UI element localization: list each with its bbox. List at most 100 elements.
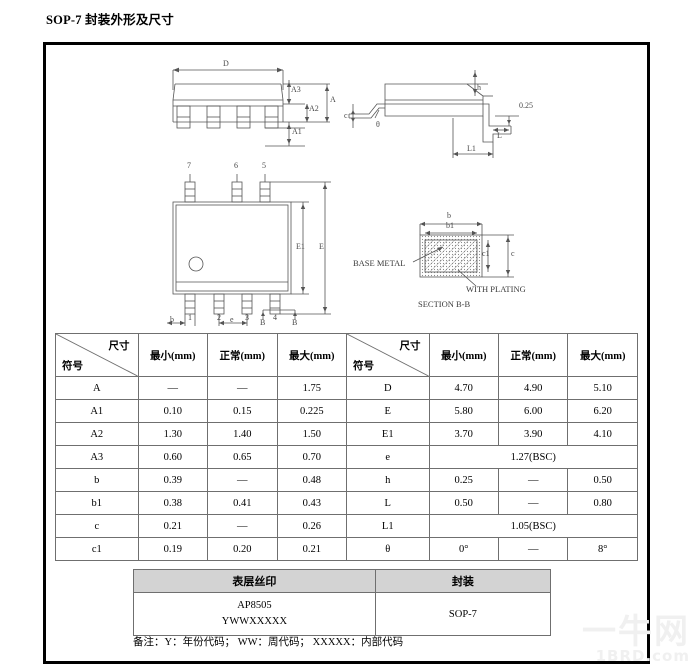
cell-nom-left: 0.65 bbox=[207, 445, 278, 469]
cell-nom-left: — bbox=[207, 468, 278, 492]
cell-min-right: 0.50 bbox=[428, 491, 499, 515]
cell-symbol-left: c1 bbox=[55, 537, 139, 561]
dim-label-h: h bbox=[477, 83, 481, 92]
cell-max-left: 1.50 bbox=[276, 422, 348, 446]
dim-label-A2: A2 bbox=[309, 104, 319, 113]
header-nom-left: 正常(mm) bbox=[207, 333, 278, 377]
header-max-right: 最大(mm) bbox=[567, 333, 638, 377]
cell-min-left: 0.39 bbox=[137, 468, 209, 492]
section-caption: SECTION B-B bbox=[418, 299, 471, 309]
dim-label-b-section: b bbox=[447, 211, 451, 220]
cell-min-right: 4.70 bbox=[428, 376, 499, 400]
content-frame bbox=[43, 42, 650, 664]
dim-label-A1: A1 bbox=[292, 127, 302, 136]
cell-nom-left: 1.40 bbox=[207, 422, 278, 446]
header-dimension-left: 尺寸 bbox=[108, 341, 130, 352]
header-package: 封装 bbox=[374, 569, 552, 593]
section-bb-drawing: b b1 c1 c BASE METAL WITH PLATING SECTIO… bbox=[353, 202, 548, 317]
cell-max-left: 0.21 bbox=[276, 537, 348, 561]
cell-symbol-right: E1 bbox=[346, 422, 430, 446]
pin-label-3: 3 bbox=[245, 313, 249, 322]
pin-label-4: 4 bbox=[273, 313, 277, 322]
package-value-cell: SOP-7 bbox=[374, 592, 552, 636]
cell-symbol-left: A1 bbox=[55, 399, 139, 423]
cell-symbol-right: L bbox=[346, 491, 430, 515]
cell-max-right: 4.10 bbox=[567, 422, 638, 446]
header-min-left: 最小(mm) bbox=[137, 333, 209, 377]
pin-label-7: 7 bbox=[187, 161, 191, 170]
marking-line-2: YWWXXXXX bbox=[221, 616, 288, 627]
cell-max-right: 0.80 bbox=[567, 491, 638, 515]
dim-label-L: L bbox=[497, 131, 502, 140]
cell-min-left: 1.30 bbox=[137, 422, 209, 446]
cell-max-left: 0.26 bbox=[276, 514, 348, 538]
dim-label-025: 0.25 bbox=[519, 101, 533, 110]
cell-max-left: 0.48 bbox=[276, 468, 348, 492]
cell-symbol-right: θ bbox=[346, 537, 430, 561]
dim-label-D: D bbox=[223, 59, 229, 68]
marking-header-row: 表层丝印 封装 bbox=[133, 569, 552, 593]
header-min-right: 最小(mm) bbox=[428, 333, 499, 377]
dim-label-e: e bbox=[230, 315, 234, 324]
header-dimension-right: 尺寸 bbox=[399, 341, 421, 352]
cell-nom-right: 4.90 bbox=[497, 376, 569, 400]
dim-label-theta: θ bbox=[376, 120, 380, 129]
section-arrow-label-b-right: B bbox=[292, 318, 298, 327]
section-arrow-label-b-left: B bbox=[260, 318, 266, 327]
dim-label-A3: A3 bbox=[291, 85, 301, 94]
cell-nom-left: — bbox=[207, 376, 278, 400]
cell-max-right: 8° bbox=[567, 537, 638, 561]
cell-max-left: 0.70 bbox=[276, 445, 348, 469]
dim-label-c-section: c bbox=[511, 249, 515, 258]
cell-nom-left: 0.15 bbox=[207, 399, 278, 423]
marking-line-1: AP8505 bbox=[237, 600, 272, 612]
dim-label-c: c bbox=[344, 111, 348, 120]
cell-nom-right: 3.90 bbox=[497, 422, 569, 446]
page-title: SOP-7 封装外形及尺寸 bbox=[46, 13, 174, 27]
marking-value-row: AP8505 YWWXXXXX SOP-7 bbox=[133, 592, 552, 636]
cell-span-right: 1.05(BSC) bbox=[428, 514, 638, 538]
dimension-table: 尺寸 符号 最小(mm) 正常(mm) 最大(mm) 尺寸 符号 最小(mm) … bbox=[55, 333, 638, 561]
cell-nom-right: — bbox=[497, 491, 569, 515]
cell-max-right: 5.10 bbox=[567, 376, 638, 400]
cell-min-left: 0.38 bbox=[137, 491, 209, 515]
cell-nom-right: — bbox=[497, 468, 569, 492]
cell-symbol-left: c bbox=[55, 514, 139, 538]
cell-max-left: 1.75 bbox=[276, 376, 348, 400]
cell-min-left: 0.10 bbox=[137, 399, 209, 423]
cell-max-right: 0.50 bbox=[567, 468, 638, 492]
cell-nom-left: 0.41 bbox=[207, 491, 278, 515]
cell-min-left: 0.21 bbox=[137, 514, 209, 538]
cell-symbol-right: h bbox=[346, 468, 430, 492]
cell-nom-right: 6.00 bbox=[497, 399, 569, 423]
with-plating-label: WITH PLATING bbox=[466, 284, 526, 294]
base-metal-label: BASE METAL bbox=[353, 258, 406, 268]
cell-symbol-right: L1 bbox=[346, 514, 430, 538]
cell-symbol-right: e bbox=[346, 445, 430, 469]
header-marking: 表层丝印 bbox=[133, 569, 376, 593]
cell-symbol-left: A2 bbox=[55, 422, 139, 446]
cell-max-left: 0.43 bbox=[276, 491, 348, 515]
cell-symbol-left: b1 bbox=[55, 491, 139, 515]
front-view-drawing: D A3 A2 A A1 bbox=[155, 60, 345, 175]
dim-label-L1: L1 bbox=[467, 144, 476, 153]
drawing-area: D A3 A2 A A1 bbox=[43, 42, 650, 327]
dim-label-c1: c1 bbox=[482, 249, 490, 258]
dim-label-b1: b1 bbox=[446, 221, 454, 230]
pin-label-2: 2 bbox=[217, 313, 221, 322]
header-symbol-left: 符号 bbox=[62, 361, 83, 372]
cell-span-right: 1.27(BSC) bbox=[428, 445, 638, 469]
cell-min-right: 3.70 bbox=[428, 422, 499, 446]
footnote: 备注：Y：年份代码； WW：周代码； XXXXX：内部代码 bbox=[133, 637, 404, 648]
cell-symbol-left: A3 bbox=[55, 445, 139, 469]
cell-nom-left: 0.20 bbox=[207, 537, 278, 561]
cell-symbol-right: E bbox=[346, 399, 430, 423]
